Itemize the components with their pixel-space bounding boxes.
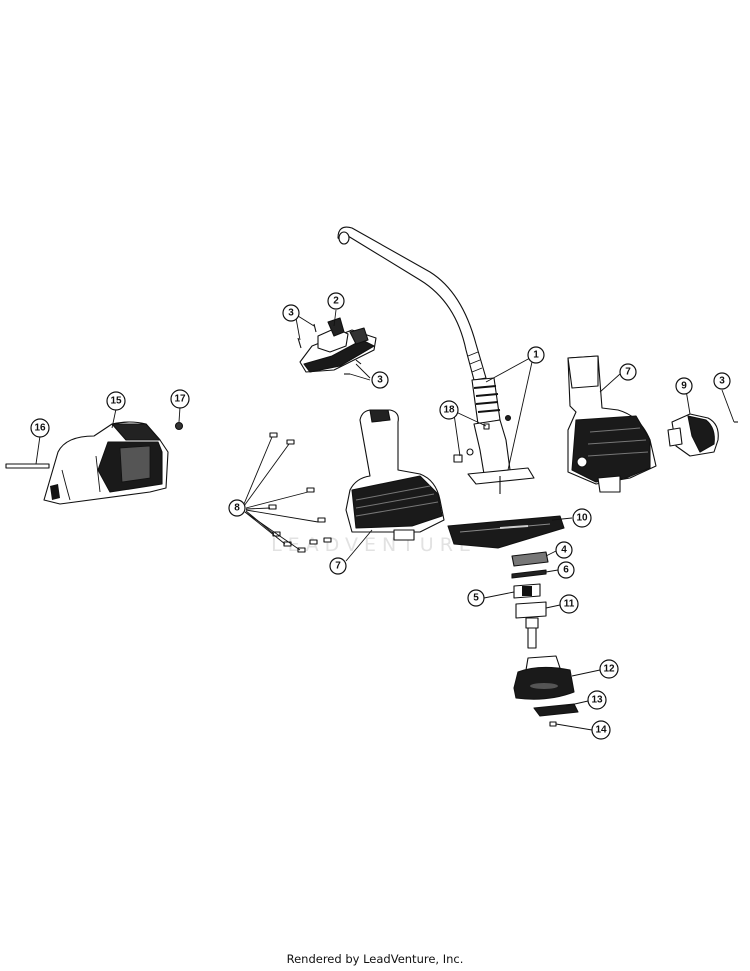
- part-9-end-cap: [667, 413, 719, 457]
- svg-text:6: 6: [563, 565, 569, 576]
- callout-7: 7: [619, 363, 637, 381]
- svg-text:14: 14: [595, 725, 607, 736]
- svg-text:7: 7: [335, 561, 341, 572]
- part-7-housing-left: [345, 409, 445, 541]
- callout-11: 11: [559, 594, 579, 614]
- part-4-bushing: [511, 551, 549, 567]
- part-13-cap: [533, 703, 579, 717]
- svg-text:1: 1: [533, 350, 539, 361]
- svg-text:12: 12: [603, 664, 615, 675]
- callout-5: 5: [467, 589, 485, 607]
- svg-text:5: 5: [473, 593, 479, 604]
- part-10-cover: [447, 515, 565, 549]
- callout-6: 6: [557, 561, 575, 579]
- callout-12: 12: [599, 659, 619, 679]
- callout-16: 16: [30, 418, 50, 438]
- callout-18: 18: [439, 400, 459, 420]
- svg-text:17: 17: [174, 394, 186, 405]
- callout-3: 3: [371, 371, 389, 389]
- svg-text:15: 15: [110, 396, 122, 407]
- part-11-spindle: [515, 601, 547, 649]
- svg-text:7: 7: [625, 367, 631, 378]
- svg-text:13: 13: [591, 695, 603, 706]
- svg-text:16: 16: [34, 423, 46, 434]
- part-5-bearing: [513, 583, 541, 599]
- svg-text:4: 4: [561, 545, 567, 556]
- svg-text:3: 3: [288, 308, 294, 319]
- watermark: LEADVENTURE: [271, 534, 477, 556]
- part-7-housing-right: [567, 355, 657, 493]
- callout-2: 2: [327, 292, 345, 310]
- svg-text:8: 8: [234, 503, 240, 514]
- part-6-washer: [511, 569, 547, 579]
- callout-4: 4: [555, 541, 573, 559]
- callout-14: 14: [591, 720, 611, 740]
- svg-text:9: 9: [681, 381, 687, 392]
- callout-10: 10: [572, 508, 592, 528]
- callout-3: 3: [713, 372, 731, 390]
- svg-text:11: 11: [564, 599, 575, 610]
- part-14-screw: [549, 721, 557, 727]
- part-2-aux-handle: [299, 317, 377, 373]
- part-18-screws: [453, 423, 490, 463]
- part-12-spool-head: [513, 655, 575, 700]
- svg-text:18: 18: [443, 405, 455, 416]
- part-3-small-screws: [297, 323, 738, 423]
- part-15-guard: [43, 421, 169, 505]
- callout-9: 9: [675, 377, 693, 395]
- part-1-shaft: [337, 226, 535, 494]
- callout-8: 8: [228, 499, 246, 517]
- part-17-nut: [174, 421, 184, 431]
- svg-text:10: 10: [576, 513, 588, 524]
- svg-text:3: 3: [719, 376, 725, 387]
- callout-7: 7: [329, 557, 347, 575]
- callout-17: 17: [170, 389, 190, 409]
- svg-text:2: 2: [333, 296, 339, 307]
- callout-13: 13: [587, 690, 607, 710]
- part-16-rod: [5, 463, 50, 469]
- callout-3: 3: [282, 304, 300, 322]
- footer-credit: Rendered by LeadVenture, Inc.: [286, 952, 464, 966]
- leader-lines: [35, 309, 735, 731]
- svg-text:3: 3: [377, 375, 383, 386]
- callout-1: 1: [527, 346, 545, 364]
- callout-15: 15: [106, 391, 126, 411]
